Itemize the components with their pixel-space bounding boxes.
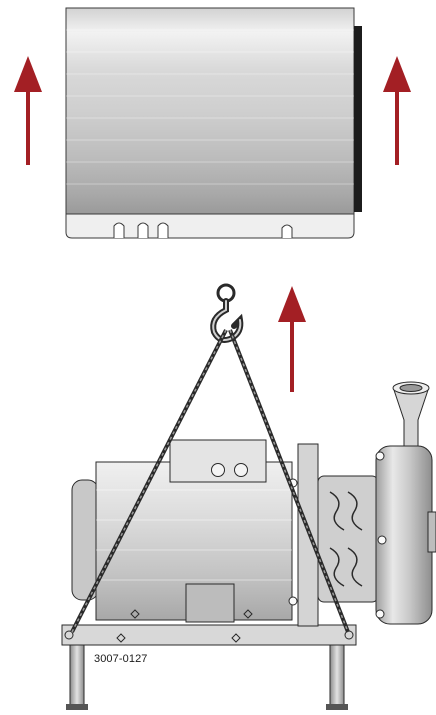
shroud-seal-strip (354, 26, 362, 212)
base-leg (329, 644, 345, 706)
lifting-sling (228, 329, 350, 633)
cable-gland (234, 463, 248, 477)
shroud-notches (113, 222, 293, 238)
motor-foot (185, 583, 235, 623)
base-leg (69, 644, 85, 706)
pump-inlet (427, 511, 436, 553)
motor-shroud-cover (65, 7, 362, 239)
pump-unit (61, 381, 436, 710)
motor-fan-cover (71, 479, 99, 601)
figure-reference-code: 3007-0127 (94, 653, 148, 665)
shaft-coupling (329, 491, 363, 587)
pump-outlet (393, 389, 429, 447)
arrow-up-icon (383, 56, 411, 165)
pump-casing (375, 445, 433, 625)
arrow-up-icon (14, 56, 42, 165)
leg-foot (66, 704, 88, 710)
base-frame (61, 624, 357, 646)
cable-gland (211, 463, 225, 477)
lifting-sling (70, 329, 228, 633)
leg-foot (326, 704, 348, 710)
arrow-up-icon (278, 286, 306, 392)
